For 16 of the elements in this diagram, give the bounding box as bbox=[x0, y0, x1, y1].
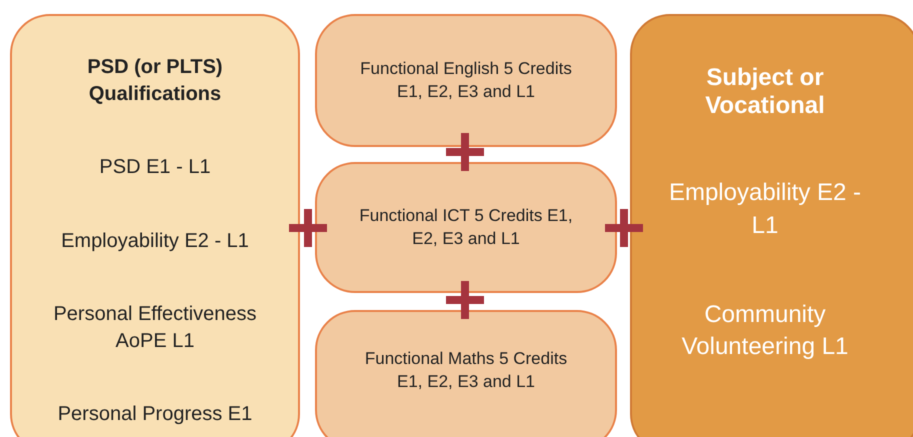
qualification-text: Personal Progress E1 bbox=[58, 402, 252, 427]
qualification-text: PSD E1 - L1 bbox=[99, 155, 211, 180]
qualification-panel bbox=[630, 14, 913, 437]
qualification-text: Personal Effectiveness AoPE L1 bbox=[52, 302, 258, 354]
qualification-box bbox=[315, 14, 617, 147]
qualification-text: Functional English 5 Credits E1, E2, E3 and L1 bbox=[359, 58, 573, 102]
qualification-text: Functional Maths 5 Credits E1, E2, E3 and L1 bbox=[364, 348, 568, 393]
qualification-box bbox=[315, 162, 617, 293]
qualification-text: Community Volunteering L1 bbox=[680, 300, 850, 362]
qualification-box bbox=[315, 310, 617, 437]
heading: Subject or Vocational bbox=[704, 64, 826, 120]
qualification-text: Employability E2 - L1 bbox=[61, 228, 249, 254]
heading: PSD (or PLTS) Qualifications bbox=[86, 55, 224, 107]
qualification-text: Employability E2 - L1 bbox=[668, 178, 862, 241]
qualification-panel bbox=[10, 14, 300, 437]
qualification-text: Functional ICT 5 Credits E1, E2, E3 and L1 bbox=[358, 204, 574, 250]
